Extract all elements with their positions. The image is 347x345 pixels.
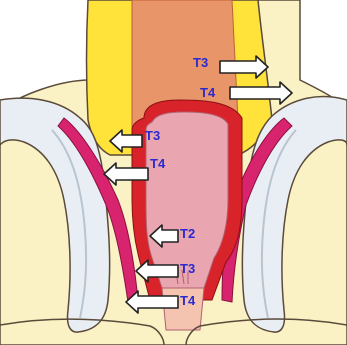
label-t4-mid: T4 (150, 156, 166, 171)
label-t3-upper: T3 (193, 55, 208, 70)
label-t3-low: T3 (180, 261, 195, 276)
label-t3-mid: T3 (145, 128, 160, 143)
label-t2-low: T2 (180, 226, 195, 241)
label-t4-low: T4 (180, 293, 196, 308)
label-t4-upper: T4 (200, 85, 216, 100)
